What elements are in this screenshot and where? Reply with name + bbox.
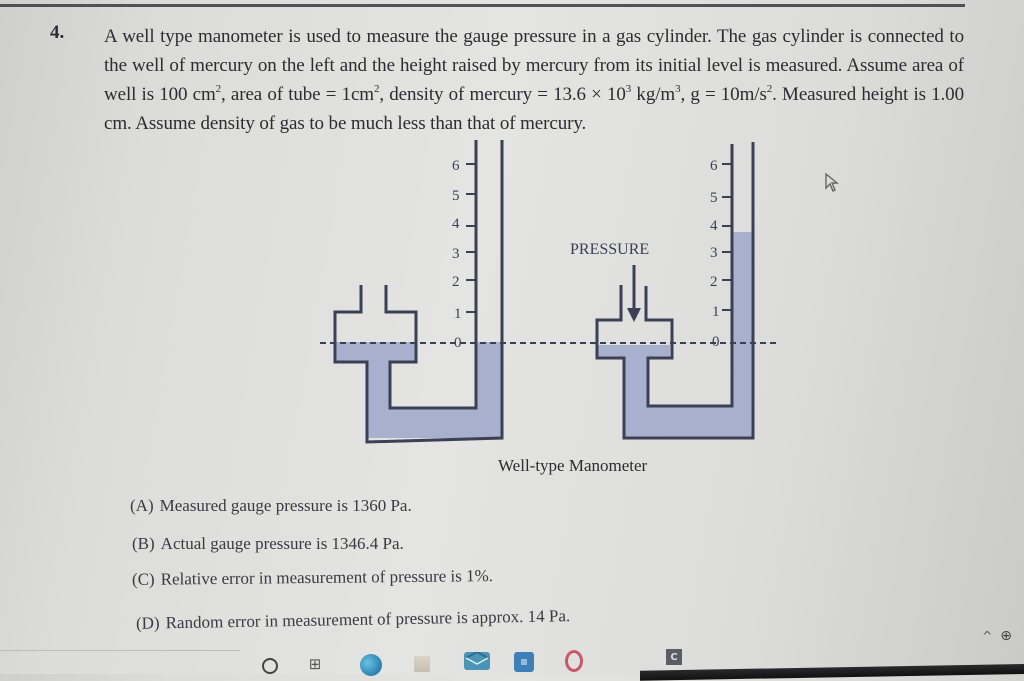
task-view-icon[interactable]: ⊞ <box>308 655 322 673</box>
well-manometer-diagram: 6 5 4 3 2 1 0 PRESSURE 6 5 4 3 2 1 0 <box>320 140 780 444</box>
edge-browser-icon[interactable] <box>360 654 382 676</box>
left-tick-4: 4 <box>452 216 460 232</box>
right-scale: 6 5 4 3 2 1 0 <box>710 158 732 350</box>
left-tick-2: 2 <box>452 274 460 290</box>
question-text: A well type manometer is used to measure… <box>104 26 964 134</box>
option-d[interactable]: (D)Random error in measurement of pressu… <box>135 606 571 633</box>
left-tick-5: 5 <box>452 188 460 204</box>
store-icon[interactable] <box>514 652 534 672</box>
question-number: 4. <box>50 22 65 43</box>
left-mercury-fill <box>335 342 502 438</box>
right-mercury-fill <box>597 232 753 438</box>
option-a[interactable]: (A)Measured gauge pressure is 1360 Pa. <box>130 496 412 515</box>
right-tick-1: 1 <box>712 304 720 320</box>
left-tick-3: 3 <box>452 246 460 262</box>
pressure-label: PRESSURE <box>570 241 649 258</box>
right-tick-5: 5 <box>710 190 718 206</box>
app-c-icon[interactable]: C <box>666 649 682 665</box>
option-b[interactable]: (B)Actual gauge pressure is 1346.4 Pa. <box>132 534 404 553</box>
diagram-caption: Well-type Manometer <box>498 456 648 475</box>
network-icon[interactable]: ⊕ <box>1000 628 1012 644</box>
right-tick-4: 4 <box>710 218 718 234</box>
right-tick-6: 6 <box>710 158 718 174</box>
taskbar: ⊞ C <box>0 640 1024 676</box>
left-scale: 6 5 4 3 2 1 0 <box>452 158 476 351</box>
system-tray: ^ ⊕ <box>982 628 1012 644</box>
right-tick-3: 3 <box>710 245 718 261</box>
right-well-outline-inner <box>644 144 734 408</box>
left-well-outline-inner <box>384 140 478 410</box>
opera-icon[interactable] <box>565 650 583 672</box>
mouse-cursor-icon <box>825 173 839 192</box>
pressure-arrow-head <box>627 308 641 322</box>
right-tick-2: 2 <box>710 274 718 290</box>
right-well-outline <box>595 142 755 440</box>
option-c[interactable]: (C)Relative error in measurement of pres… <box>131 566 494 589</box>
search-icon[interactable] <box>262 658 278 674</box>
left-well-outline <box>333 140 504 444</box>
left-tick-6: 6 <box>452 158 460 174</box>
show-hidden-icons-chevron-icon[interactable]: ^ <box>982 629 993 643</box>
file-explorer-icon[interactable] <box>414 656 430 672</box>
left-tick-1: 1 <box>454 306 462 322</box>
right-manometer <box>595 142 755 440</box>
left-manometer <box>333 140 504 444</box>
screen-divider <box>0 650 240 651</box>
left-tick-0: 0 <box>454 335 462 351</box>
mail-icon[interactable] <box>464 652 490 670</box>
top-rule <box>0 4 965 7</box>
